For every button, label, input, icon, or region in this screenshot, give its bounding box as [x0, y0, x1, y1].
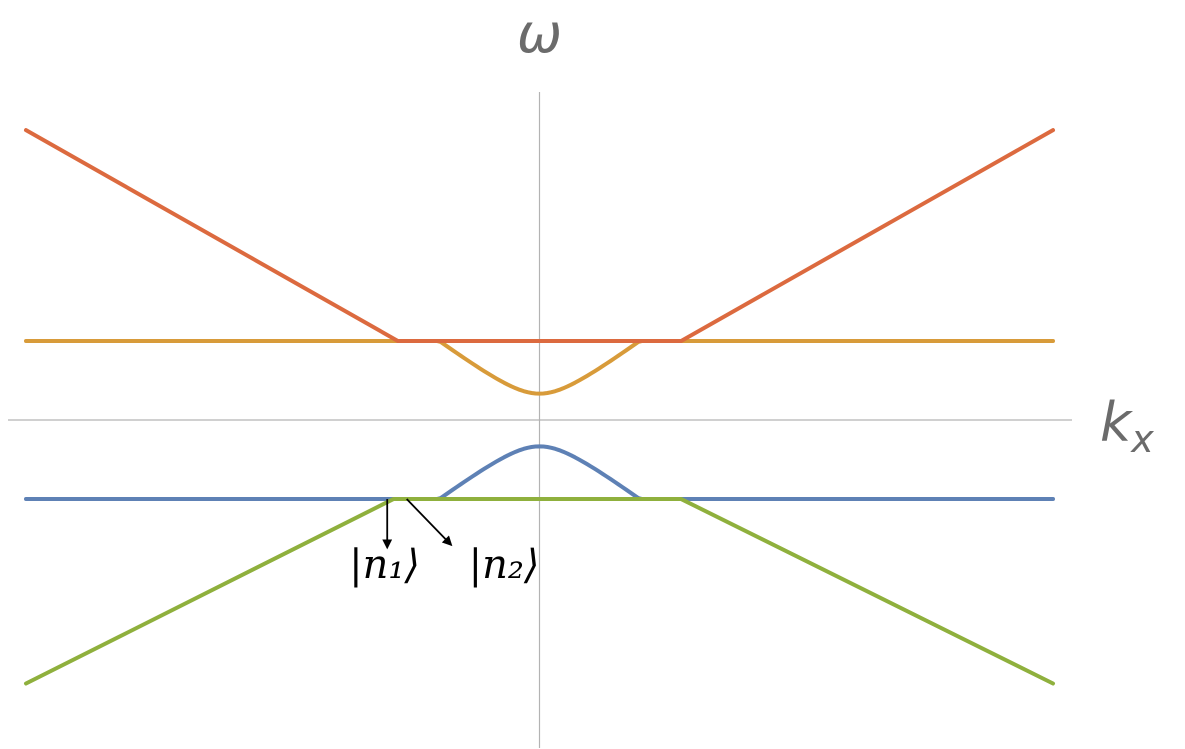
x-axis-label: kx: [1100, 391, 1154, 461]
axes: [8, 92, 1072, 748]
state-label-n1: |n₁⟩: [349, 542, 420, 588]
state-label-n2: |n₂⟩: [469, 542, 540, 588]
x-axis-label-base: k: [1100, 391, 1134, 454]
y-axis-label: ω: [517, 2, 562, 65]
series-line-green: [24, 497, 1055, 686]
annotation-layer: |n₁⟩ |n₂⟩: [349, 498, 540, 588]
series-line-orange: [24, 128, 1055, 343]
series-line-gold: [24, 338, 1055, 396]
arrow-n2: [406, 498, 453, 547]
x-axis-label-subscript: x: [1130, 417, 1154, 461]
series-layer: [24, 128, 1055, 686]
series-line-blue: [24, 444, 1055, 502]
